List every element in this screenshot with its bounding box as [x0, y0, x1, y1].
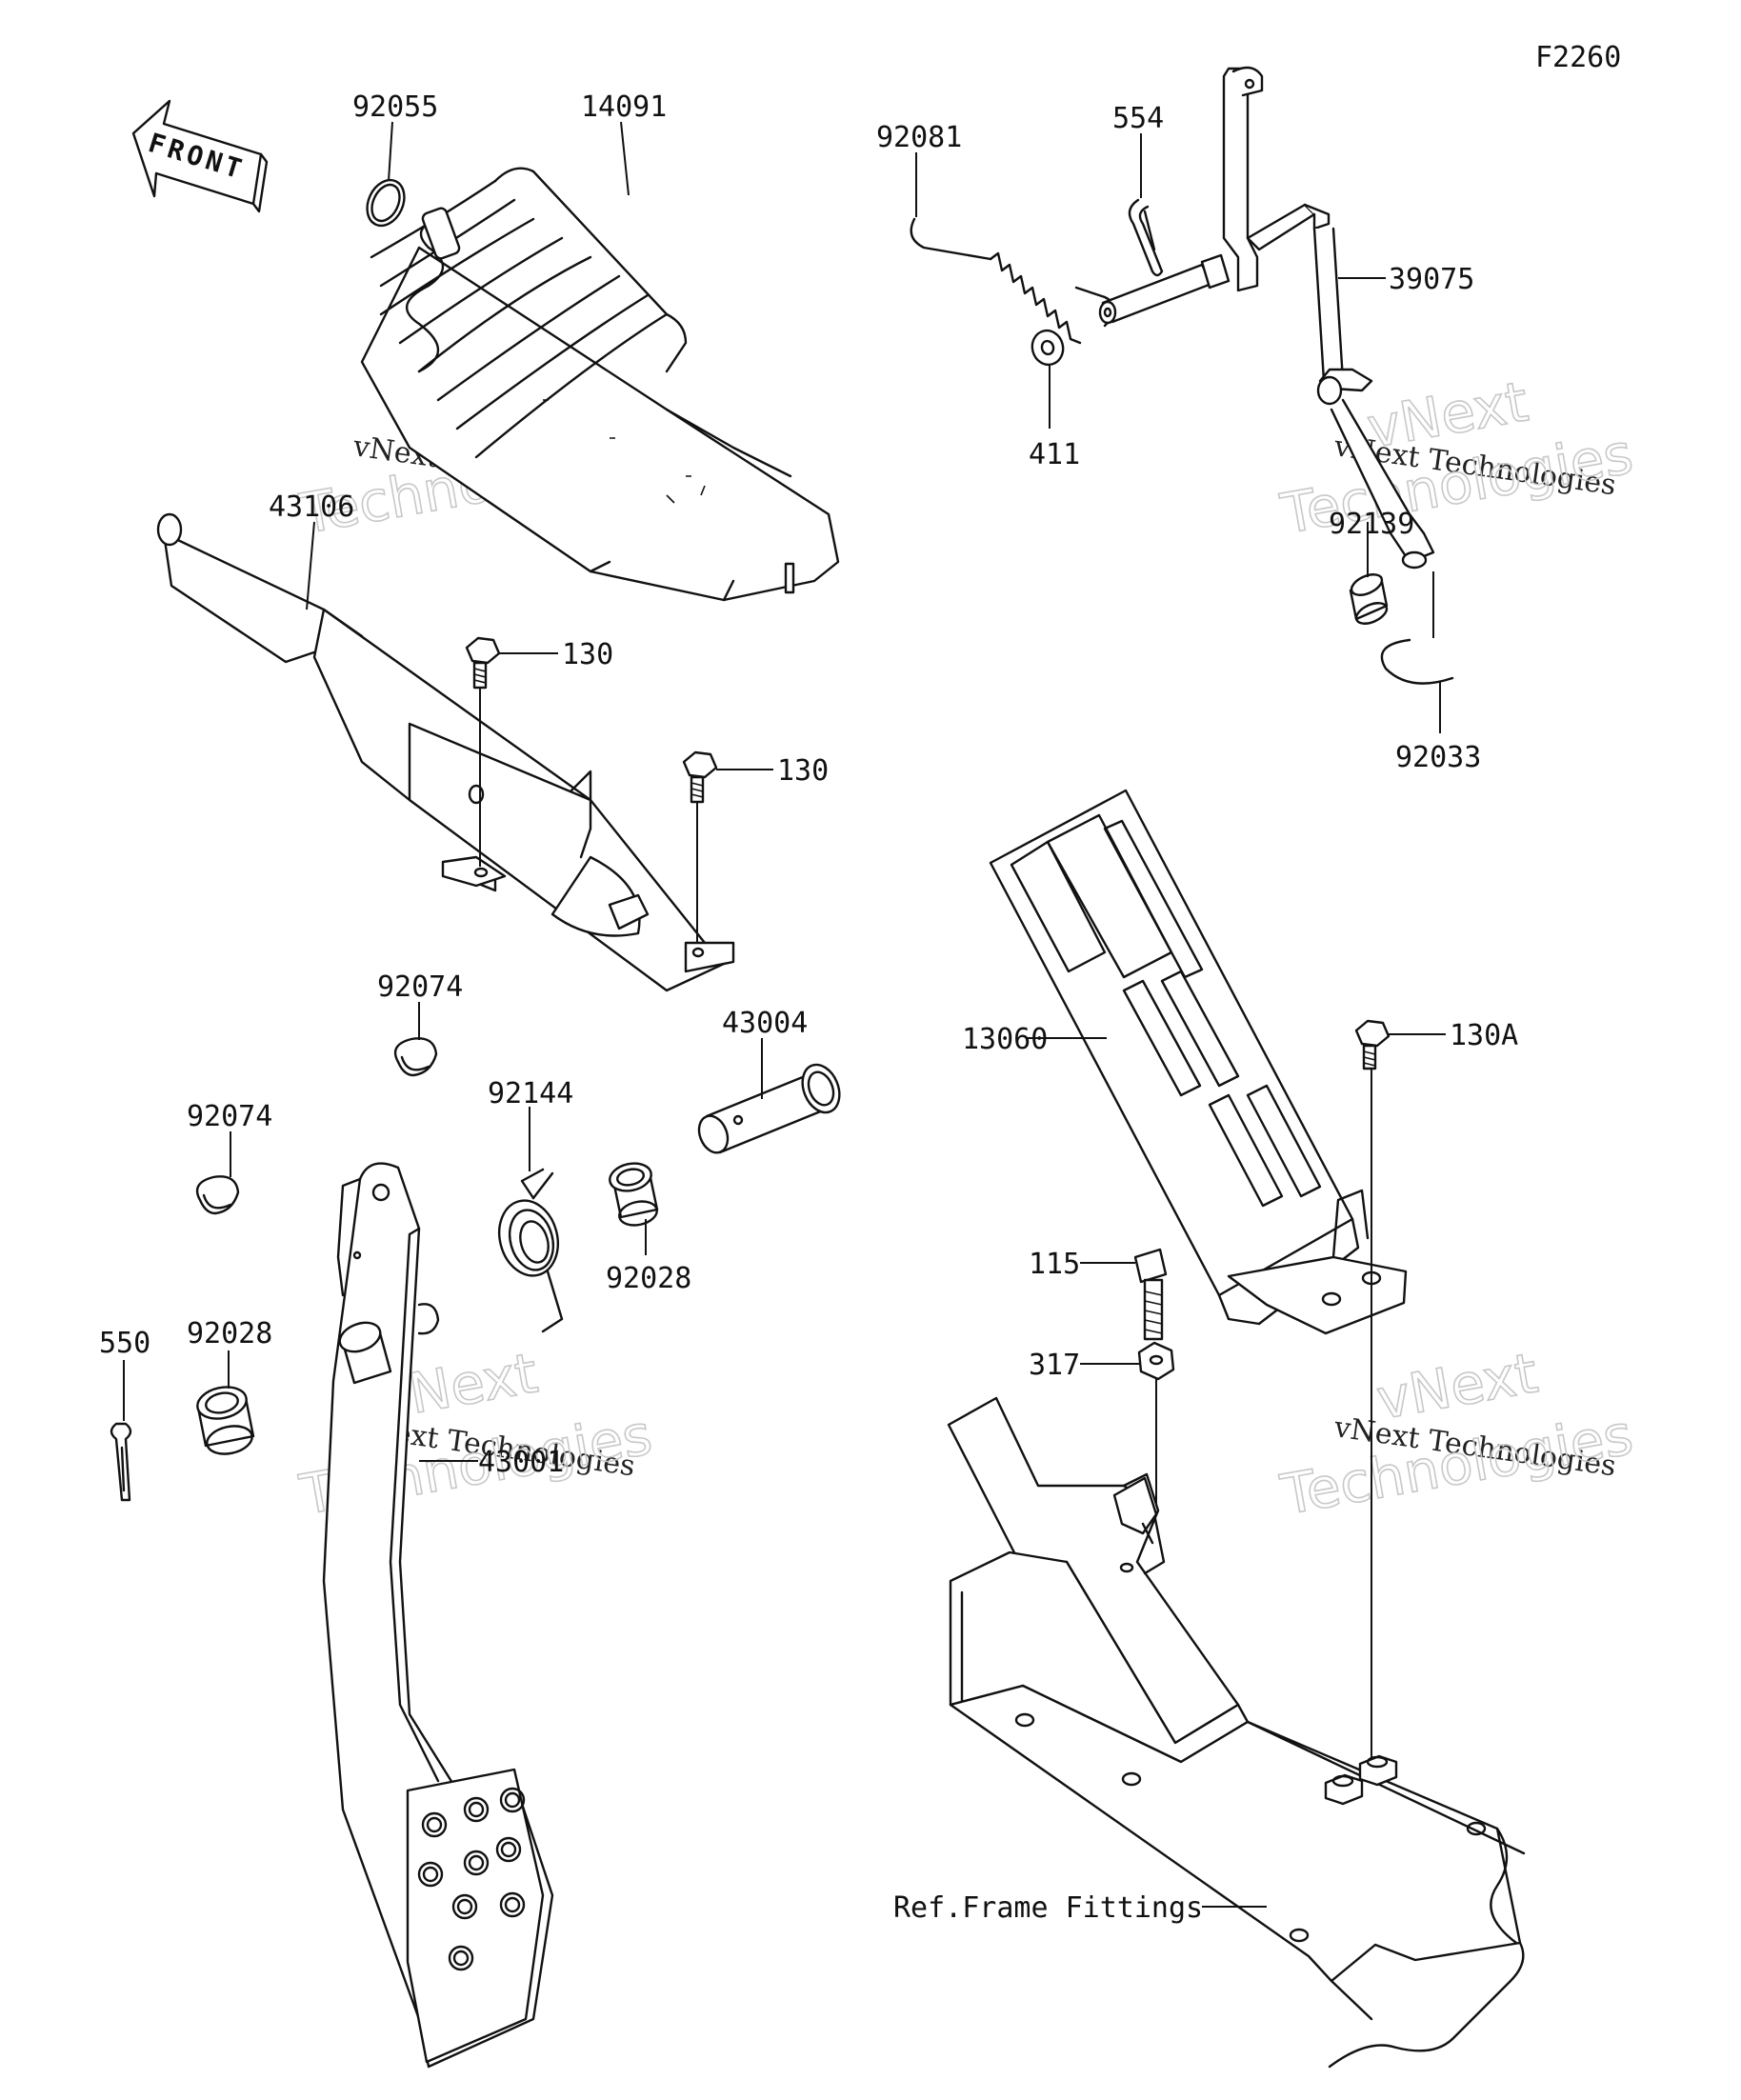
label-92074-b: 92074	[187, 1100, 272, 1133]
bush-92028-b	[196, 1386, 255, 1455]
label-92028-b: 92028	[187, 1317, 272, 1350]
label-92033: 92033	[1395, 741, 1481, 774]
bolt-130A	[1354, 1019, 1391, 1070]
o-ring-92055	[366, 178, 406, 228]
cap-92074-b	[195, 1175, 240, 1215]
label-92081: 92081	[876, 121, 962, 154]
pin-43004	[697, 1063, 841, 1154]
spring-92081	[910, 217, 1116, 345]
spring-92144	[498, 1168, 564, 1333]
label-554: 554	[1112, 102, 1164, 135]
bush-92139	[1349, 573, 1389, 625]
nut-317	[1137, 1341, 1175, 1381]
svg-text:Technologies: Technologies	[1276, 1402, 1638, 1528]
leader-92055	[388, 121, 393, 182]
label-411: 411	[1029, 438, 1080, 471]
watermark-4: vNext vNext Technologies Technologies	[1275, 1340, 1638, 1529]
front-arrow-icon: FRONT	[131, 99, 269, 213]
bolt-115	[1133, 1248, 1168, 1341]
cap-92074-a	[393, 1037, 438, 1077]
label-92139: 92139	[1329, 508, 1414, 541]
watermark-2: vNext vNext Technologies Technologies	[1275, 369, 1638, 548]
label-14091: 14091	[581, 90, 667, 124]
boot-cover-14091	[360, 167, 840, 602]
label-43004: 43004	[722, 1007, 808, 1040]
snap-ring-92033	[1380, 638, 1454, 685]
label-130-b: 130	[777, 754, 829, 788]
washer-411	[1031, 329, 1065, 367]
leader-43106	[306, 521, 315, 610]
label-43106: 43106	[269, 490, 354, 524]
frame-fittings	[947, 1396, 1526, 2069]
bolt-130-b	[682, 750, 718, 804]
label-130-a: 130	[562, 638, 613, 671]
figure-code: F2260	[1535, 41, 1621, 74]
label-92028-a: 92028	[606, 1262, 691, 1295]
label-43001: 43001	[478, 1446, 564, 1479]
label-92074-a: 92074	[377, 970, 463, 1004]
label-130A: 130A	[1450, 1019, 1518, 1052]
bush-92028-a	[609, 1162, 659, 1227]
label-317: 317	[1029, 1349, 1080, 1382]
brake-lever-43106	[156, 512, 735, 992]
label-115: 115	[1029, 1248, 1080, 1281]
bolt-130-a	[465, 636, 501, 690]
leader-14091	[620, 121, 630, 196]
shaft-39075	[1098, 66, 1435, 570]
label-39075: 39075	[1389, 263, 1474, 296]
accelerator-pedal-13060	[989, 789, 1408, 1335]
label-13060: 13060	[962, 1023, 1048, 1056]
snap-pin-554	[1128, 198, 1164, 277]
label-92055: 92055	[352, 90, 438, 124]
label-ref-frame: Ref.Frame Fittings	[893, 1891, 1203, 1925]
label-92144: 92144	[488, 1077, 573, 1110]
brake-pedal-43001	[322, 1162, 554, 2069]
label-550: 550	[99, 1327, 150, 1360]
cotter-pin-550	[110, 1422, 132, 1502]
